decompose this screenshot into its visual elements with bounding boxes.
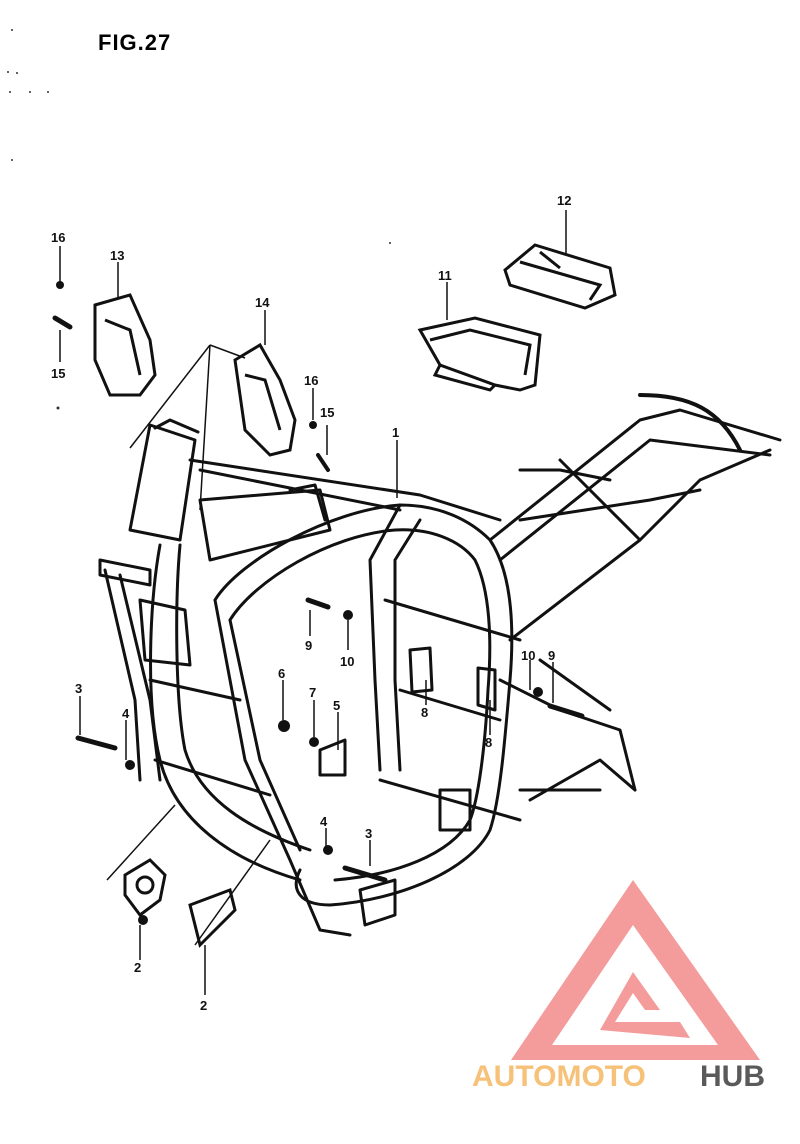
bolt-9-b [547, 703, 585, 719]
callout-15: 15 [51, 366, 65, 381]
small-parts [56, 281, 543, 925]
scan-specks [7, 29, 391, 410]
callout-10: 10 [521, 648, 535, 663]
bolt-15-a [52, 315, 73, 330]
logo-g-shape [600, 972, 690, 1038]
part-12-cover [503, 243, 617, 310]
callout-14: 14 [255, 295, 270, 310]
part-11-tray [417, 316, 542, 392]
callout-15: 15 [320, 405, 334, 420]
callout-10: 10 [340, 654, 354, 669]
part-14-bracket [233, 342, 297, 457]
callout-9: 9 [305, 638, 312, 653]
bolt-3-left [75, 735, 118, 751]
callout-1: 1 [392, 425, 399, 440]
callout-8: 8 [485, 735, 492, 750]
callout-2: 2 [134, 960, 141, 975]
callout-13: 13 [110, 248, 124, 263]
part-2-gusset-a [123, 858, 167, 918]
watermark-text-automoto: AUTOMOTO [472, 1060, 646, 1093]
callout-12: 12 [557, 193, 571, 208]
callout-7: 7 [309, 685, 316, 700]
bolt-15-b [316, 453, 330, 472]
callout-16: 16 [304, 373, 318, 388]
watermark-logo: AUTOMOTO HUB [472, 880, 765, 1093]
callout-3: 3 [75, 681, 82, 696]
callout-16: 16 [51, 230, 65, 245]
callout-9: 9 [548, 648, 555, 663]
callout-6: 6 [278, 666, 285, 681]
watermark-text-hub: HUB [700, 1060, 765, 1093]
leader-lines [59, 210, 567, 995]
figure-title: FIG.27 [98, 30, 171, 55]
bolt-3-center [342, 865, 388, 883]
callout-5: 5 [333, 698, 340, 713]
callout-4: 4 [320, 814, 328, 829]
callout-3: 3 [365, 826, 372, 841]
callout-2: 2 [200, 998, 207, 1013]
bolt-9-a [305, 597, 331, 610]
part-2-gusset-b [188, 888, 237, 948]
frame-drawing [98, 393, 782, 937]
part-13-bracket [93, 293, 157, 397]
callout-4: 4 [122, 706, 130, 721]
callout-11: 11 [438, 268, 452, 283]
callouts: 1 2 2 3 3 4 5 6 7 8 8 9 9 10 10 11 12 14… [51, 193, 571, 1013]
callout-8: 8 [421, 705, 428, 720]
